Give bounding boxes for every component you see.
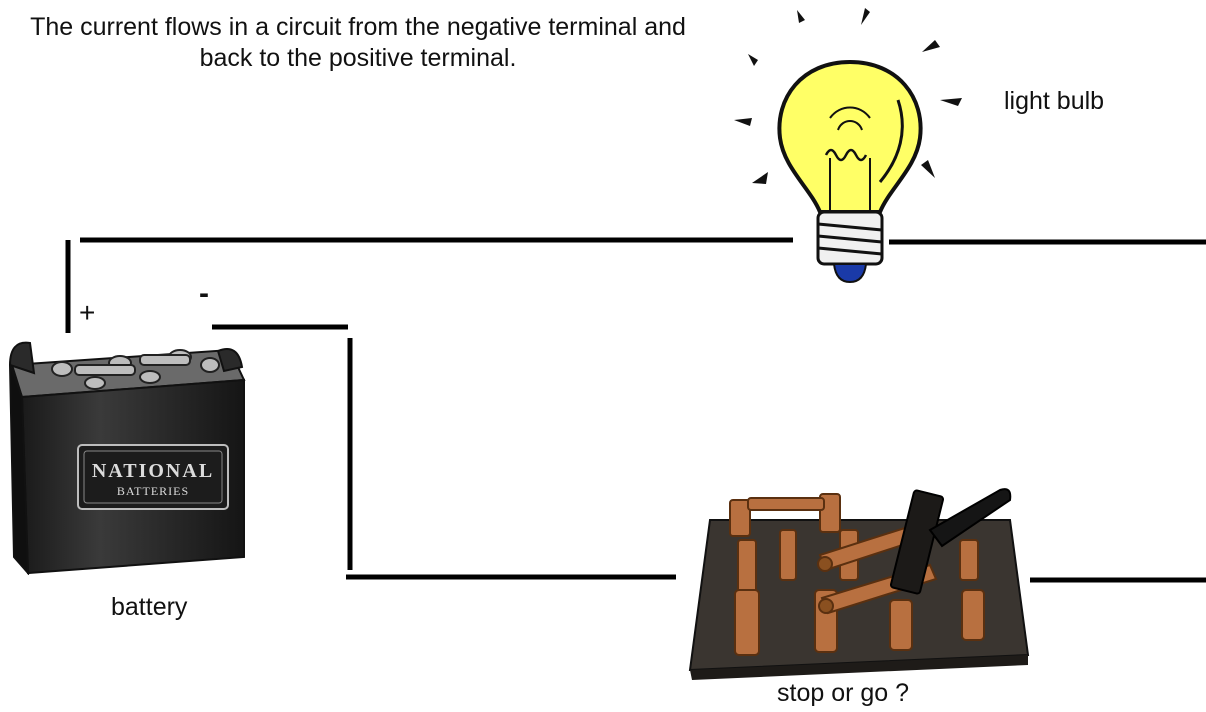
negative-terminal-label: - xyxy=(199,277,209,310)
light-bulb-icon xyxy=(734,8,962,284)
switch-label: stop or go ? xyxy=(777,679,910,707)
positive-terminal-label: + xyxy=(79,297,96,328)
knife-switch-icon xyxy=(688,488,1030,680)
battery-brand-line1: NATIONAL xyxy=(92,460,214,482)
caption-text: The current flows in a circuit from the … xyxy=(30,13,686,72)
bulb-label: light bulb xyxy=(1004,87,1105,115)
battery-label: battery xyxy=(111,593,188,621)
car-battery-icon: NATIONAL BATTERIES xyxy=(8,341,246,575)
battery-brand-line2: BATTERIES xyxy=(117,484,189,498)
